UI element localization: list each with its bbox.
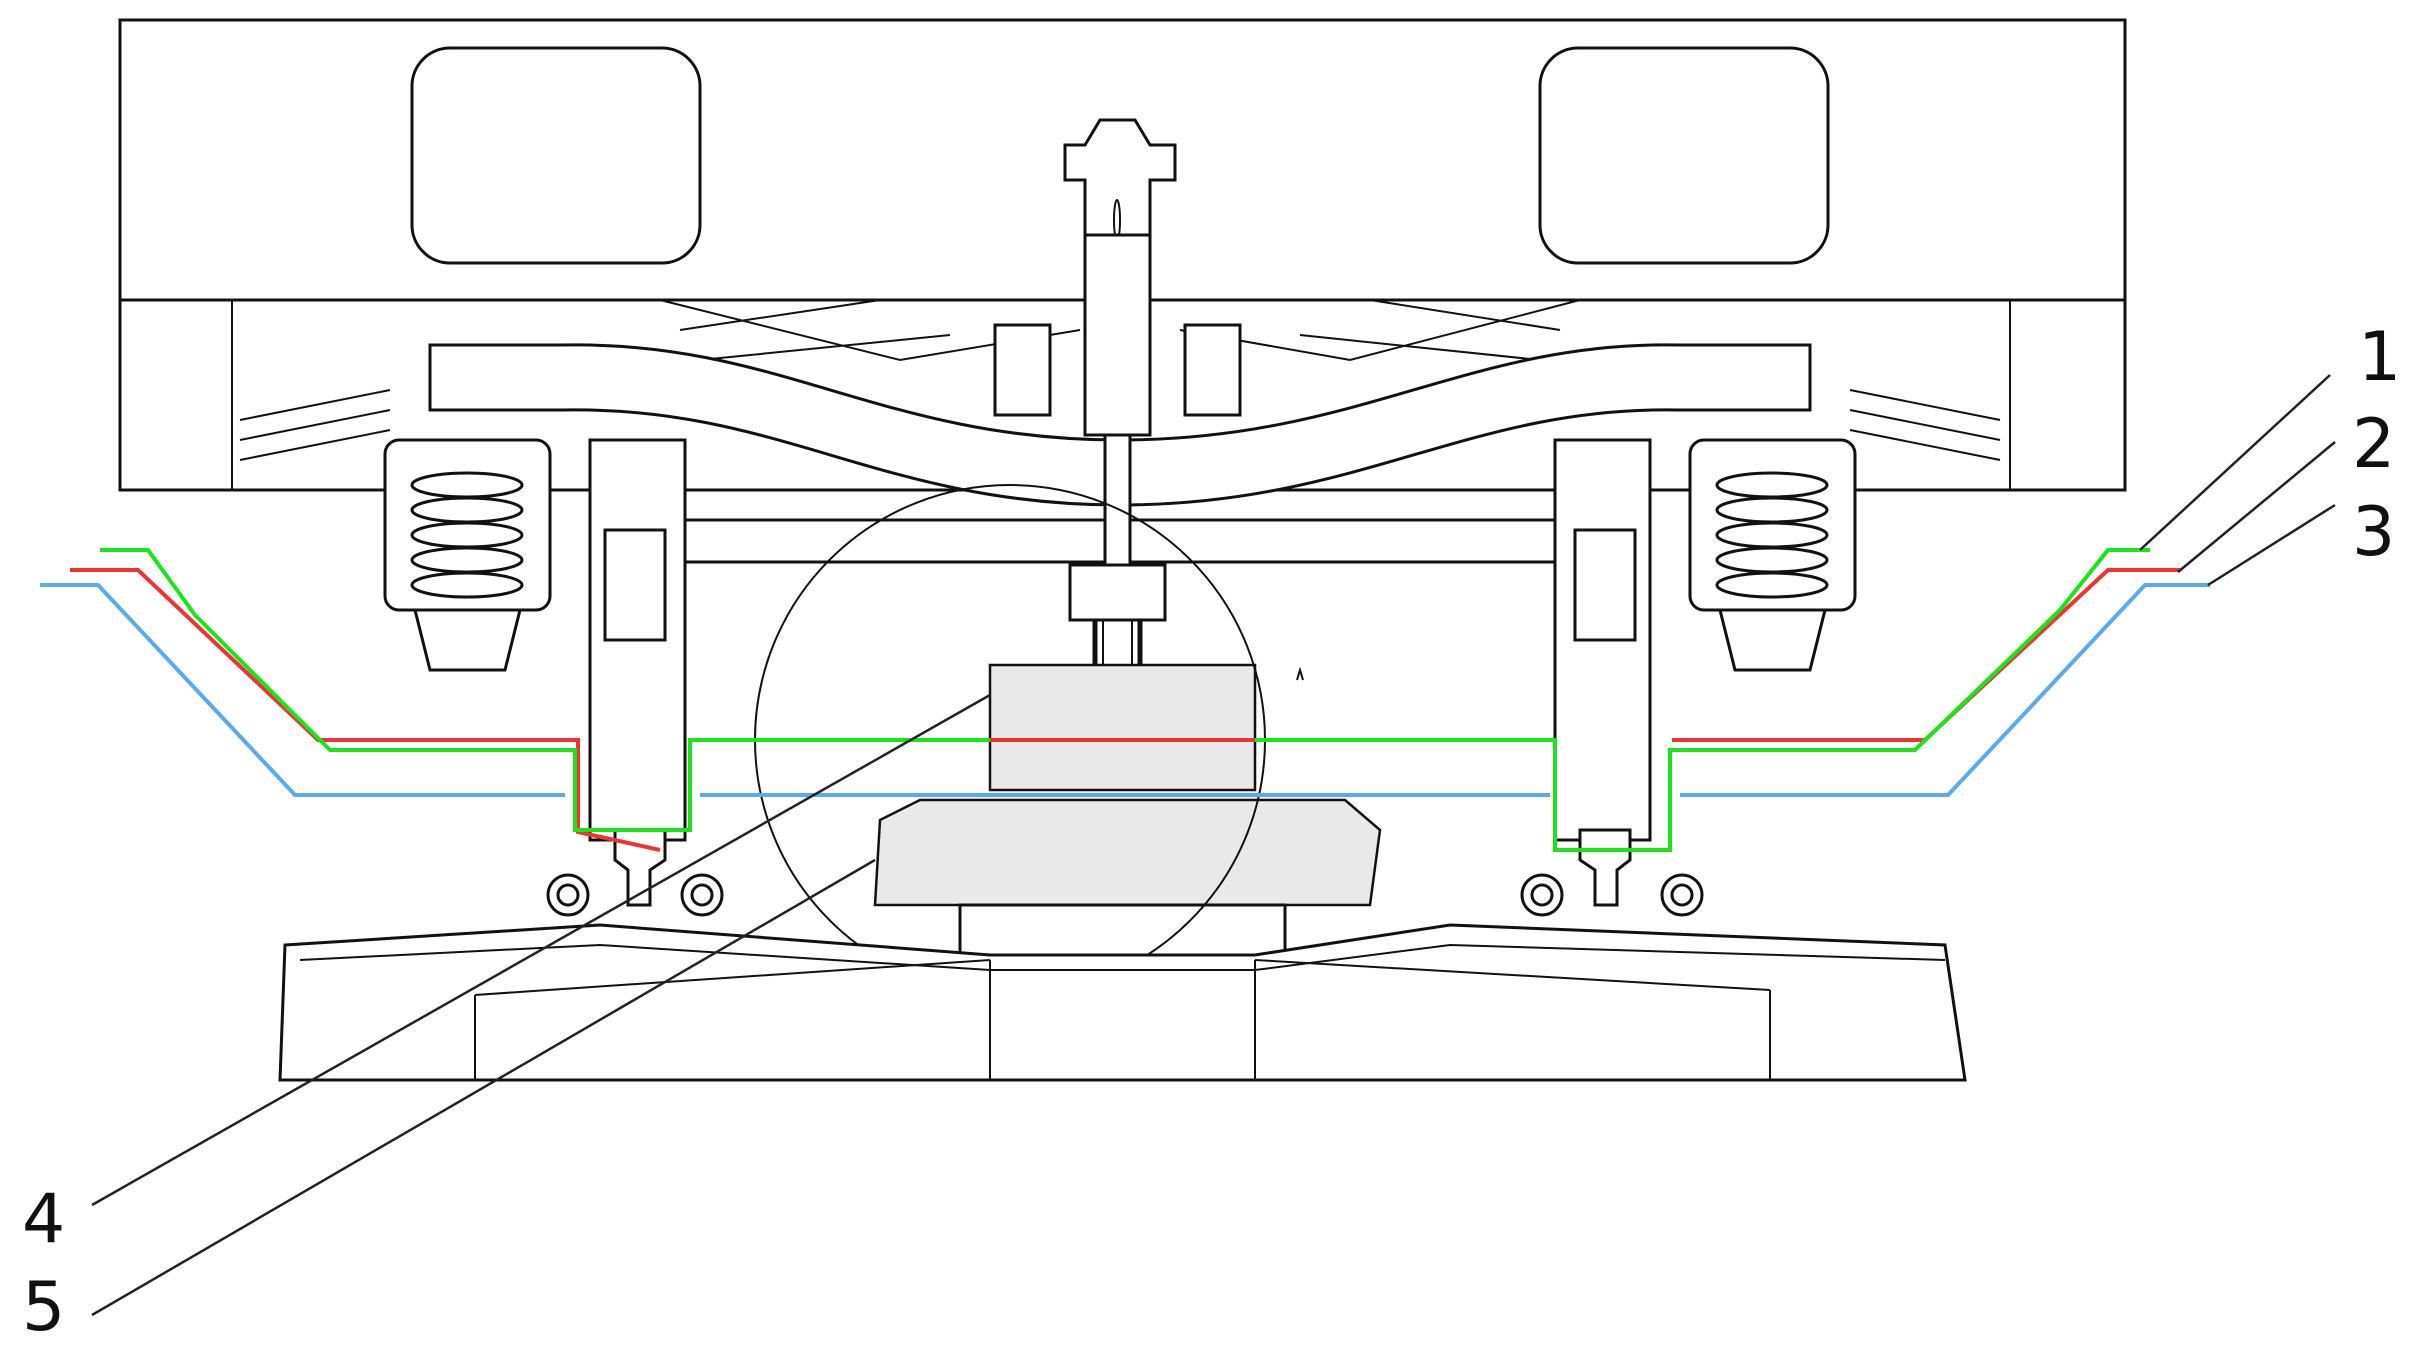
callout-5: 5	[22, 1268, 65, 1347]
right-suspension-leg	[1520, 438, 1704, 917]
central-hanger	[1063, 118, 1177, 790]
left-guide-wheel-outer-hub	[556, 883, 580, 907]
right-spring-housing	[1688, 438, 1857, 612]
right-window	[1538, 46, 1830, 265]
track-bed	[278, 923, 1967, 1082]
left-guide-wheel-inner-hub	[690, 883, 714, 907]
right-rail-clamp	[1578, 828, 1632, 907]
object-4-block	[988, 663, 1257, 792]
right-spring-assembly	[1688, 389, 2001, 672]
callout-3: 3	[2352, 493, 2395, 572]
right-damper-foot	[1718, 608, 1827, 672]
hanger-link	[1103, 433, 1132, 567]
left-leaf-hanger	[239, 389, 391, 461]
track-bed-outline	[278, 923, 1967, 1082]
right-leaf-hanger	[1849, 389, 2001, 461]
bracing-bracket-right	[1183, 323, 1242, 417]
left-window	[410, 46, 702, 265]
object-4-body	[988, 663, 1257, 792]
leader-1	[2139, 374, 2331, 551]
left-leg-inner	[603, 528, 667, 642]
hanger-vertical-rod	[1083, 233, 1152, 437]
clearance-profile-1	[100, 548, 2150, 852]
track-bed-inner-line	[474, 959, 1771, 996]
right-guide-wheel-inner-hub	[1670, 883, 1694, 907]
bracing-bracket-left	[993, 323, 1052, 417]
right-leg-inner	[1573, 528, 1637, 642]
callout-4: 4	[22, 1180, 65, 1259]
callout-1: 1	[2358, 318, 2401, 397]
clearance-profile-3	[40, 583, 2210, 797]
track-bed-bevel	[299, 943, 1946, 971]
right-guide-wheel-outer-hub	[1530, 883, 1554, 907]
object-5-block	[873, 798, 1382, 957]
object-5-base	[958, 903, 1287, 957]
hanger-top-clevis	[1063, 118, 1177, 237]
right-coil-spring	[1715, 471, 1829, 599]
callout-labels: 1 2 3 4 5	[22, 318, 2401, 1347]
clearance-profiles	[40, 548, 2210, 852]
hanger-lower-clamp	[1068, 563, 1167, 622]
callout-2: 2	[2352, 405, 2395, 484]
leader-4	[91, 693, 991, 1207]
left-coil-spring	[410, 471, 524, 599]
frame-bracing	[659, 299, 1581, 417]
leader-2	[2177, 441, 2336, 573]
detail-marker	[1296, 666, 1304, 681]
object-5-body	[873, 798, 1382, 907]
left-suspension-leg	[546, 438, 724, 917]
leader-5	[91, 858, 876, 1317]
left-spring-assembly	[239, 389, 552, 672]
left-spring-housing	[383, 438, 552, 612]
curved-axle-beam	[428, 343, 1812, 507]
left-damper-foot	[413, 608, 522, 672]
leader-lines	[91, 374, 2336, 1317]
leader-3	[2207, 503, 2336, 587]
